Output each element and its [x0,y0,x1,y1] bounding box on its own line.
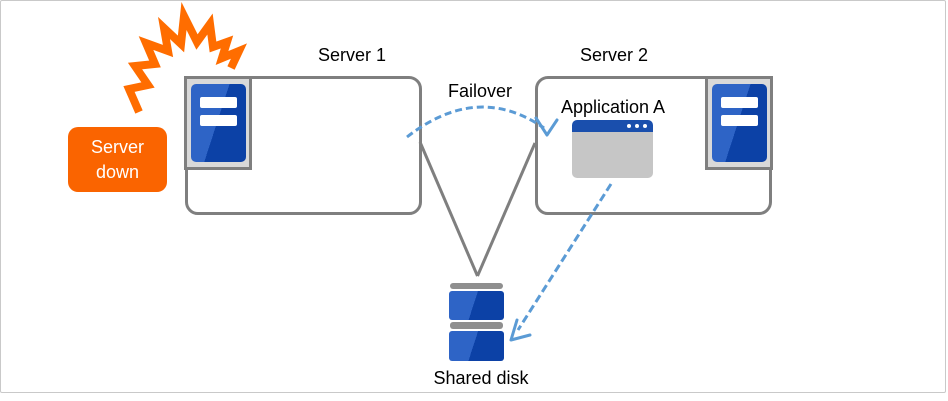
server-front-panel [711,84,767,162]
server-down-badge-line2: down [95,161,140,182]
disk-platter [449,291,504,320]
disk-cap [450,322,503,329]
server1-label: Server 1 [317,45,387,65]
window-titlebar [572,120,653,132]
window-body [572,132,653,178]
disk-cap [450,283,503,289]
server-front-panel [190,84,246,162]
server-down-badge-line1: Server [90,136,144,157]
server2-icon [705,76,773,170]
window-dot [627,124,631,128]
server-drive-bar [199,115,237,126]
server-drive-bar [720,115,758,126]
failover-label: Failover [447,81,513,101]
shared-disk-label: Shared disk [433,368,529,388]
server-drive-bar [199,97,237,108]
application-label: Application A [560,97,666,117]
window-dot [643,124,647,128]
disk-platter [449,331,504,361]
server-down-badge: Server down [68,127,167,192]
server2-label: Server 2 [579,45,649,65]
server-drive-bar [720,97,758,108]
shared-disk-icon [449,283,504,361]
application-window-icon [572,120,653,178]
window-dot [635,124,639,128]
server1-icon [184,76,252,170]
canvas-border [0,0,946,393]
